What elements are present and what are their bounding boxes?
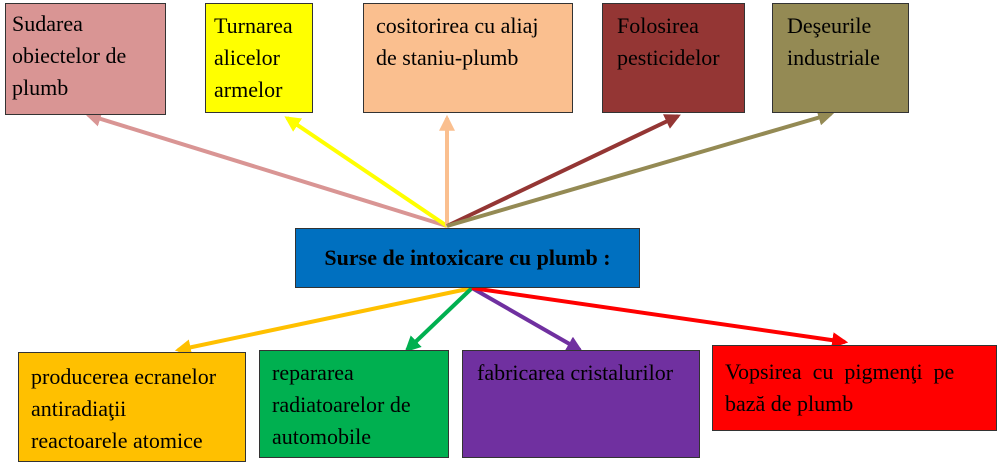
box-line: alicelor [214, 44, 280, 70]
arrow-sudarea [84, 111, 448, 228]
box-line: automobile [272, 423, 371, 449]
box-turnarea: Turnarea alicelor armelor [205, 3, 313, 113]
box-ecrane: producerea ecranelor antiradiaţii reacto… [18, 352, 246, 462]
box-vopsire: Vopsirea cu pigmenţi pe bază de plumb [712, 345, 997, 431]
box-line: producerea ecranelor [31, 364, 217, 389]
arrow-turnarea [284, 116, 449, 228]
box-radiatoare: repararea radiatoarelor de automobile [259, 350, 449, 458]
box-cositorirea: cositorirea cu aliaj de staniu-plumb [363, 3, 573, 113]
box-line: Turnarea [214, 13, 293, 38]
box-line: cositorirea cu aliaj [376, 13, 539, 38]
center-label: Surse de intoxicare cu plumb : [324, 245, 611, 270]
box-line: armelor [214, 76, 283, 102]
box-pesticide: Folosirea pesticidelor [602, 3, 745, 113]
box-line: antiradiaţii [31, 395, 127, 421]
box-line: Vopsirea cu pigmenţi pe [725, 359, 955, 384]
arrow-deseuri [446, 109, 835, 228]
box-line: bază de plumb [725, 390, 854, 416]
arrow-radiatoare [404, 286, 474, 353]
arrow-vopsire [471, 286, 849, 349]
box-line: industriale [787, 44, 880, 70]
box-line: plumb [12, 74, 69, 100]
box-line: Sudarea [12, 11, 83, 36]
arrow-pesticide [446, 114, 681, 228]
box-line: Folosirea [617, 13, 699, 38]
box-deseuri: Deşeurile industriale [772, 3, 909, 113]
box-cristale: fabricarea cristalurilor [462, 350, 700, 458]
box-line: reactoarele atomice [31, 427, 203, 453]
arrow-ecrane [174, 286, 473, 356]
center-box: Surse de intoxicare cu plumb : [295, 228, 640, 288]
box-sudarea: Sudarea obiectelor de plumb [5, 3, 166, 115]
box-line: pesticidelor [617, 44, 720, 70]
box-line: obiectelor de [12, 42, 127, 68]
box-line: repararea [272, 360, 354, 385]
box-line: radiatoarelor de [272, 391, 411, 417]
box-line: de staniu-plumb [376, 44, 519, 70]
arrow-cristale [471, 286, 583, 352]
box-line: fabricarea cristalurilor [477, 360, 674, 385]
box-line: Deşeurile [787, 13, 872, 38]
